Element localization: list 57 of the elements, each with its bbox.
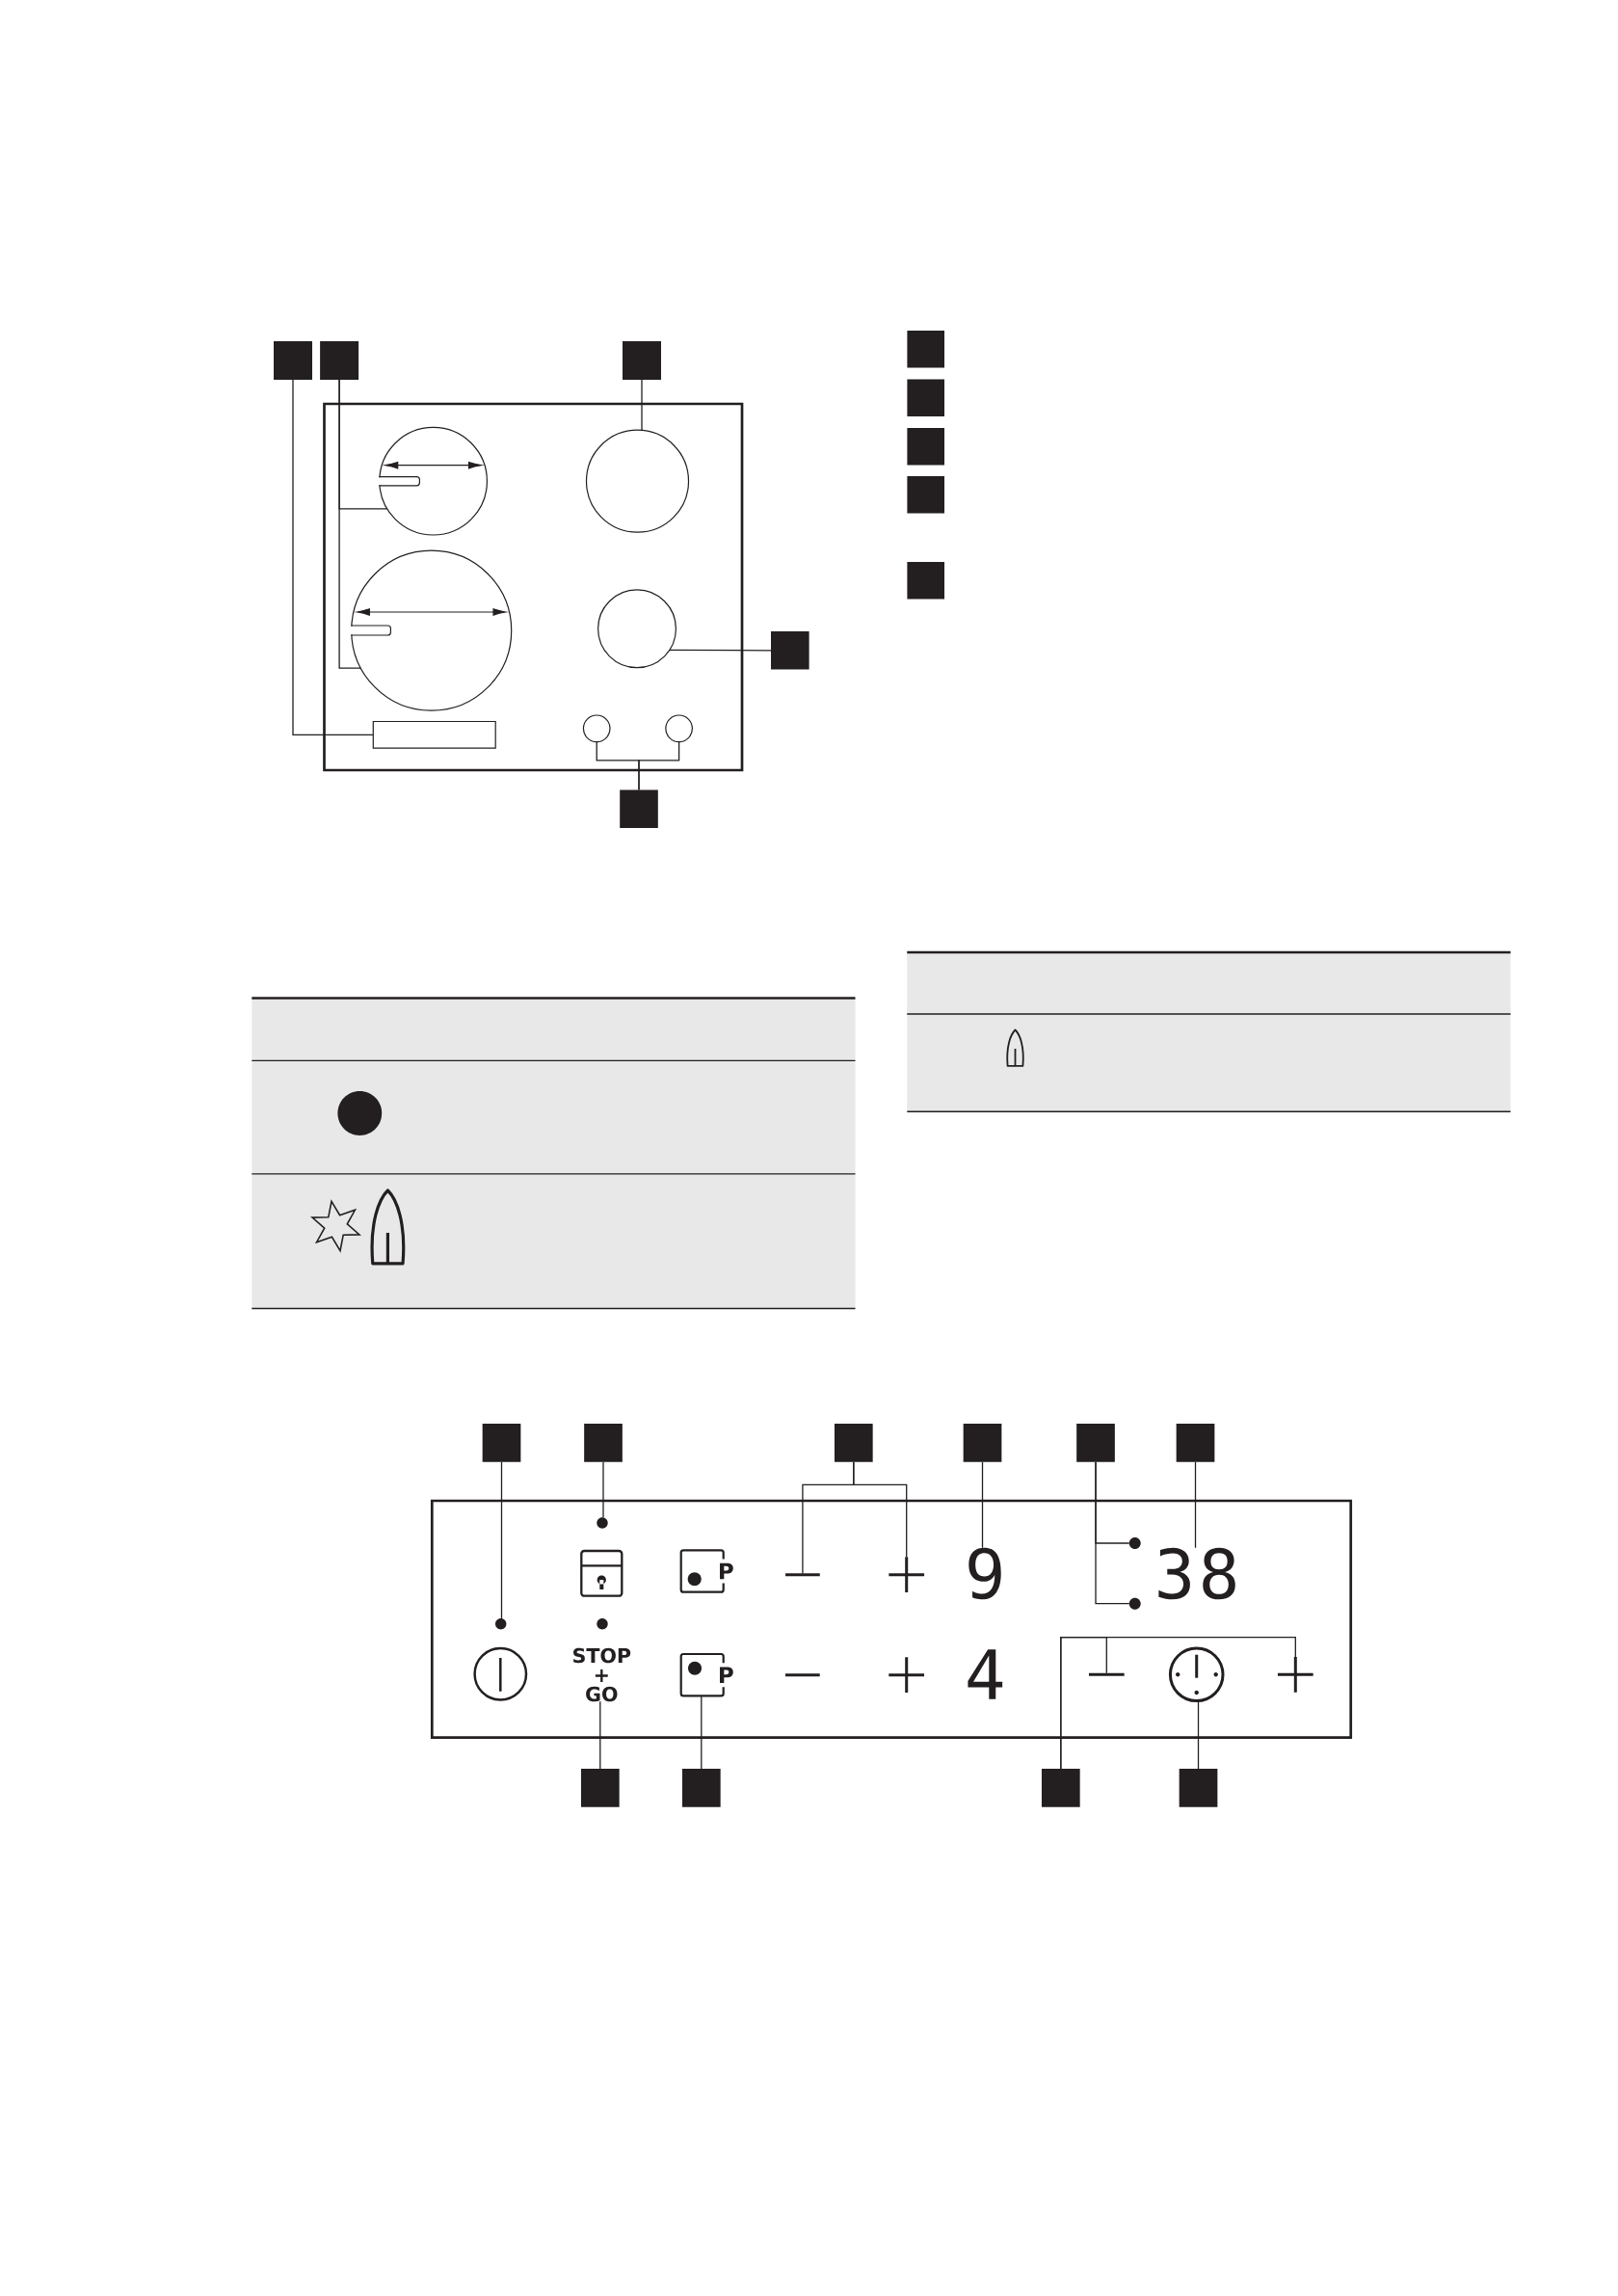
leader-line xyxy=(602,1461,604,1518)
callout-box xyxy=(1076,1424,1115,1462)
hob-outline xyxy=(323,402,744,772)
leader-line xyxy=(1197,1699,1200,1770)
node-label: P xyxy=(720,1667,733,1684)
minus-sign xyxy=(785,1573,820,1577)
callout-box xyxy=(274,341,312,380)
callout-box xyxy=(1176,1424,1215,1462)
leader-line xyxy=(701,1695,703,1770)
cooking-zone xyxy=(377,426,488,536)
leader-line xyxy=(1060,1637,1296,1770)
leader-line xyxy=(500,1461,503,1619)
callout-box xyxy=(834,1424,873,1462)
display-digit: 9 xyxy=(968,1547,1001,1600)
cooking-zone xyxy=(597,589,676,669)
callout-box xyxy=(907,562,944,600)
leader-line xyxy=(1194,1461,1197,1549)
leader-line xyxy=(641,379,643,431)
node-label: P xyxy=(720,1562,733,1580)
callout-box xyxy=(963,1424,1002,1462)
callout-box xyxy=(320,341,359,380)
clock-icon xyxy=(1168,1646,1225,1703)
leader-line xyxy=(669,649,772,652)
callout-box xyxy=(907,427,944,466)
control-panel xyxy=(372,720,496,749)
callout-box xyxy=(584,1424,623,1462)
control-knob xyxy=(582,714,611,743)
program-button: P xyxy=(679,1549,733,1593)
program-button: P xyxy=(679,1652,733,1697)
callout-box xyxy=(482,1424,521,1462)
callout-box xyxy=(1041,1769,1080,1807)
control-panel xyxy=(430,1499,1353,1740)
plus-sign xyxy=(887,1555,926,1594)
leader-line xyxy=(599,1700,601,1770)
display-digit: 4 xyxy=(968,1649,1003,1699)
leader-line xyxy=(292,379,374,735)
plus-sign xyxy=(1276,1655,1315,1695)
leader-line xyxy=(981,1461,984,1549)
button-label: STOP + GO xyxy=(573,1647,631,1702)
callout-box xyxy=(681,1769,721,1807)
callout-box xyxy=(907,331,944,368)
leader-line xyxy=(338,379,362,669)
callout-box xyxy=(580,1769,620,1807)
minus-sign xyxy=(1088,1672,1125,1676)
timer-display: 38 xyxy=(1158,1547,1235,1600)
cooking-zone xyxy=(585,429,690,533)
callout-box xyxy=(907,379,944,416)
control-knob xyxy=(665,714,693,743)
callout-box xyxy=(623,341,661,380)
leader-line xyxy=(1095,1461,1130,1605)
cooking-zone xyxy=(349,549,513,711)
callout-box xyxy=(620,789,658,828)
leader-line xyxy=(638,740,680,791)
leader-line xyxy=(853,1461,908,1558)
callout-box xyxy=(771,631,809,670)
callout-box xyxy=(907,475,944,514)
callout-box xyxy=(1179,1769,1218,1807)
